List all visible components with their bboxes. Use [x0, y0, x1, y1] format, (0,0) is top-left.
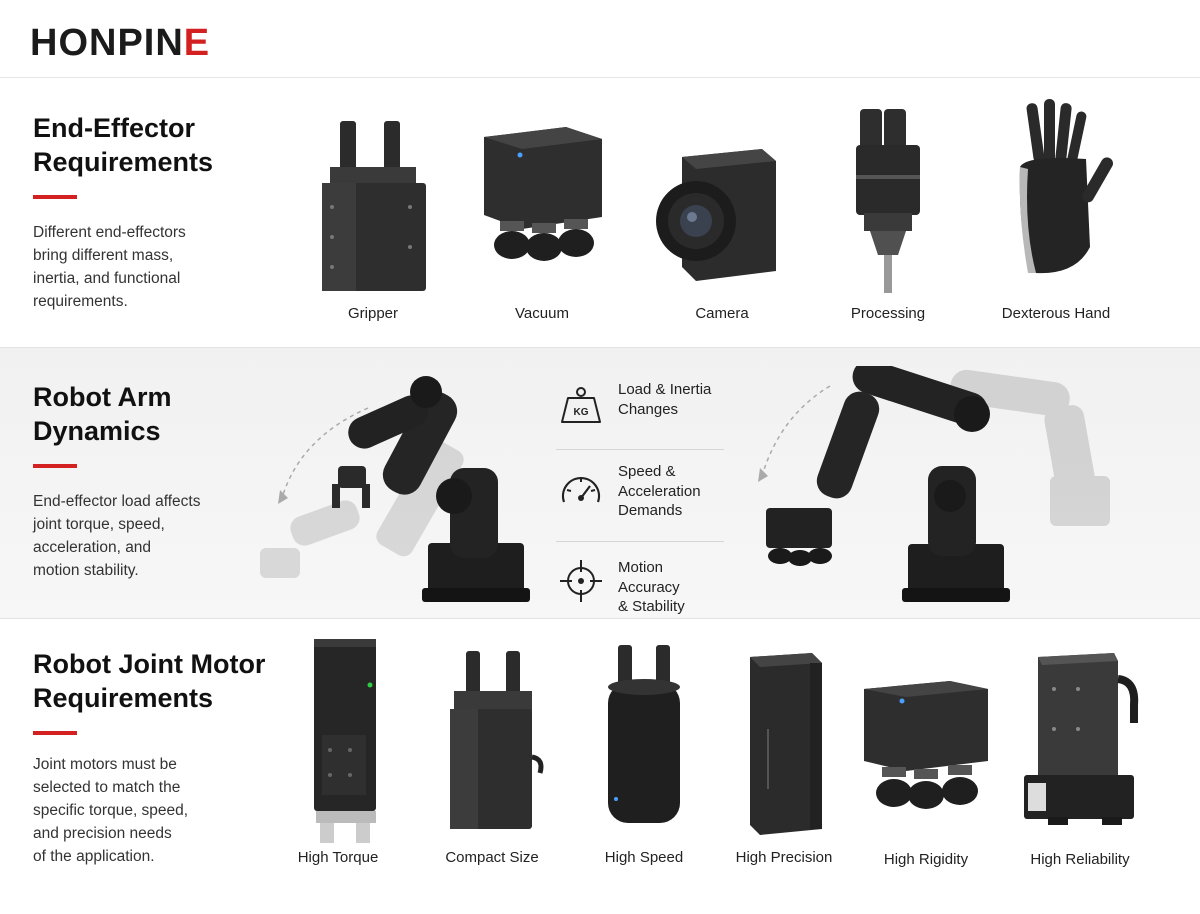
robot-arm-vacuum-image — [758, 366, 1110, 602]
speed-gripper-icon — [608, 645, 680, 823]
torque-motor-icon — [314, 639, 376, 843]
title-line-2: Dynamics — [33, 416, 161, 446]
arm-dynamics-title: Robot Arm Dynamics — [33, 380, 171, 448]
joint-motor-description: Joint motors must be selected to match t… — [33, 756, 189, 865]
logo-text: HONPIN — [30, 22, 184, 64]
logo-accent-letter: E — [183, 22, 211, 64]
item-label: Dexterous Hand — [1001, 305, 1111, 322]
rigid-vacuum-icon — [864, 681, 988, 809]
gripper-icon — [322, 121, 426, 291]
item-label: Gripper — [347, 305, 399, 322]
factor-load-inertia: KG Load & Inertia Changes — [556, 368, 724, 450]
item-label: Vacuum — [515, 305, 569, 322]
joint-motor-title: Robot Joint Motor Requirements — [33, 647, 265, 715]
factor-motion-accuracy: Motion Accuracy & Stability — [556, 542, 724, 624]
vacuum-icon — [484, 127, 602, 261]
robot-arm-gripper-image — [260, 376, 530, 602]
camera-icon — [656, 149, 776, 281]
joint-motor-section: Robot Joint Motor Requirements Joint mot… — [0, 619, 1200, 914]
end-effector-description: Different end-effectors bring different … — [33, 224, 186, 310]
item-high-reliability[interactable]: High Reliability — [1018, 649, 1142, 871]
item-camera[interactable]: Camera — [652, 117, 792, 332]
item-label: Compact Size — [445, 849, 539, 866]
end-effector-title: End-Effector Requirements — [33, 111, 213, 179]
kg-badge: KG — [574, 407, 589, 418]
title-line-1: End-Effector — [33, 113, 195, 143]
item-label: Camera — [695, 305, 749, 322]
title-line-2: Requirements — [33, 683, 214, 713]
item-compact-size[interactable]: Compact Size — [436, 647, 548, 871]
precision-module-icon — [750, 653, 822, 835]
title-line-2: Requirements — [33, 147, 214, 177]
factor-speed-acceleration: Speed & Acceleration Demands — [556, 450, 724, 542]
item-dexterous-hand[interactable]: Dexterous Hand — [996, 97, 1116, 332]
item-vacuum[interactable]: Vacuum — [478, 117, 606, 332]
arm-dynamics-section: Robot Arm Dynamics End-effector load aff… — [0, 347, 1200, 619]
accent-bar — [33, 195, 77, 199]
end-effector-section: End-Effector Requirements Different end-… — [0, 79, 1200, 347]
title-line-1: Robot Arm — [33, 382, 172, 412]
item-label: High Precision — [735, 849, 833, 866]
item-high-torque[interactable]: High Torque — [290, 635, 386, 871]
speedometer-icon — [561, 476, 601, 503]
accent-bar — [33, 464, 77, 468]
item-high-rigidity[interactable]: High Rigidity — [858, 675, 994, 871]
item-label: High Rigidity — [883, 851, 969, 868]
accent-bar — [33, 731, 77, 735]
item-label: High Speed — [604, 849, 684, 866]
hand-icon — [1019, 99, 1113, 274]
item-label: High Reliability — [1030, 851, 1130, 868]
arm-dynamics-description: End-effector load affects joint torque, … — [33, 493, 201, 579]
compact-gripper-icon — [450, 651, 544, 829]
factor-label: Speed & Acceleration Demands — [618, 463, 701, 519]
item-high-precision[interactable]: High Precision — [734, 649, 834, 871]
item-high-speed[interactable]: High Speed — [596, 639, 692, 871]
header: HONPINE — [0, 0, 1200, 78]
drill-icon — [856, 109, 920, 293]
kg-weight-icon: KG — [561, 387, 601, 423]
reliable-module-icon — [1024, 653, 1139, 825]
title-line-1: Robot Joint Motor — [33, 649, 266, 679]
brand-logo[interactable]: HONPINE — [30, 22, 210, 65]
dynamics-factors-list: KG Load & Inertia Changes Speed & Accele… — [556, 368, 724, 624]
item-processing[interactable]: Processing — [840, 105, 936, 332]
crosshair-icon — [560, 560, 602, 602]
item-label: High Torque — [297, 849, 379, 866]
factor-label: Load & Inertia Changes — [618, 381, 712, 418]
item-label: Processing — [850, 305, 926, 322]
factor-label: Motion Accuracy & Stability — [618, 559, 685, 615]
item-gripper[interactable]: Gripper — [310, 117, 436, 332]
